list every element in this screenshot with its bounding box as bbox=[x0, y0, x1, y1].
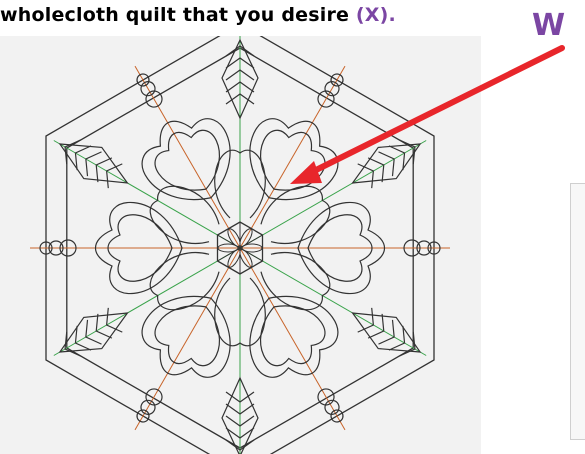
bead-circle bbox=[330, 409, 344, 423]
leaf-vein bbox=[225, 439, 255, 451]
leaf-vein bbox=[74, 325, 92, 351]
leaf-vein bbox=[74, 145, 92, 171]
center-petal bbox=[241, 243, 263, 253]
leaf-vein bbox=[225, 427, 255, 439]
scroll-loop bbox=[214, 149, 266, 219]
leaf-vein bbox=[378, 319, 395, 345]
leaf-motif bbox=[58, 252, 220, 357]
heart-outer bbox=[297, 201, 385, 295]
leaf-outline bbox=[221, 38, 259, 120]
heart-inner bbox=[259, 305, 326, 367]
leaf-vein bbox=[225, 69, 255, 81]
heart-inner bbox=[307, 214, 373, 282]
leaf-vein bbox=[225, 93, 255, 105]
heart-motif bbox=[136, 73, 231, 201]
side-panel bbox=[570, 183, 585, 440]
callout-letter: W bbox=[532, 8, 566, 43]
bead-circle bbox=[145, 388, 163, 406]
bead-circle bbox=[145, 90, 163, 108]
leaf-motif bbox=[58, 139, 220, 244]
leaf-outline bbox=[58, 312, 129, 353]
heart-inner bbox=[107, 214, 173, 282]
bead-circle bbox=[403, 239, 421, 257]
center-petal bbox=[227, 249, 241, 268]
heart-inner bbox=[154, 305, 221, 367]
leaf-outline bbox=[221, 376, 259, 454]
leaf-vein bbox=[225, 81, 255, 93]
bead-circle bbox=[140, 81, 156, 97]
heart-outer bbox=[141, 295, 231, 378]
leaf-vein bbox=[225, 57, 255, 69]
leaf-motif bbox=[214, 38, 266, 219]
leaf-motif bbox=[214, 277, 266, 454]
scroll-loop bbox=[260, 252, 331, 311]
leaf-vein bbox=[225, 391, 255, 403]
center-petal bbox=[239, 249, 253, 268]
caption-marker: (X). bbox=[355, 4, 396, 26]
bead-circle bbox=[39, 241, 53, 255]
quilt-pattern-icon bbox=[30, 36, 450, 454]
leaf-vein bbox=[367, 313, 385, 339]
scroll-loop bbox=[214, 277, 266, 347]
quilt-diagram bbox=[0, 36, 481, 454]
leaf-vein bbox=[399, 331, 416, 357]
leaf-vein bbox=[85, 151, 102, 177]
leaf-vein bbox=[105, 163, 123, 189]
leaf-motif bbox=[260, 252, 422, 357]
leaf-vein bbox=[64, 331, 81, 357]
caption-text: wholecloth quilt that you desire bbox=[0, 4, 356, 26]
bead-circle bbox=[324, 399, 340, 415]
heart-inner bbox=[154, 129, 221, 191]
center-petal bbox=[239, 228, 253, 247]
heart-outer bbox=[141, 118, 231, 201]
bead-circle bbox=[48, 240, 64, 256]
instruction-caption: wholecloth quilt that you desire (X). bbox=[0, 4, 396, 26]
bead-circle bbox=[427, 241, 441, 255]
heart-outer bbox=[95, 201, 183, 295]
heart-motif bbox=[39, 201, 183, 295]
scroll-loop bbox=[149, 252, 220, 311]
center-rosette-line bbox=[217, 234, 263, 262]
bead-circle bbox=[140, 399, 156, 415]
bead-circle bbox=[59, 239, 77, 257]
leaf-vein bbox=[357, 307, 375, 333]
leaf-vein bbox=[85, 319, 102, 345]
bead-circle bbox=[136, 73, 150, 87]
heart-motif bbox=[297, 201, 441, 295]
leaf-vein bbox=[95, 313, 113, 339]
heart-motif bbox=[136, 295, 231, 423]
leaf-outline bbox=[351, 312, 422, 353]
bead-circle bbox=[136, 409, 150, 423]
leaf-vein bbox=[95, 157, 113, 183]
leaf-vein bbox=[225, 415, 255, 427]
scroll-loop bbox=[260, 185, 331, 244]
bead-circle bbox=[416, 240, 432, 256]
heart-motif bbox=[249, 295, 344, 423]
scroll-loop bbox=[149, 185, 220, 244]
heart-outer bbox=[249, 295, 339, 378]
leaf-outline bbox=[58, 143, 129, 184]
center-petal bbox=[227, 228, 241, 247]
leaf-vein bbox=[105, 307, 123, 333]
leaf-vein bbox=[225, 403, 255, 415]
leaf-vein bbox=[64, 139, 81, 165]
center-petal bbox=[217, 243, 239, 253]
bead-circle bbox=[317, 388, 335, 406]
outer-hexagon bbox=[45, 36, 435, 454]
leaf-vein bbox=[225, 45, 255, 57]
leaf-vein bbox=[388, 325, 406, 351]
